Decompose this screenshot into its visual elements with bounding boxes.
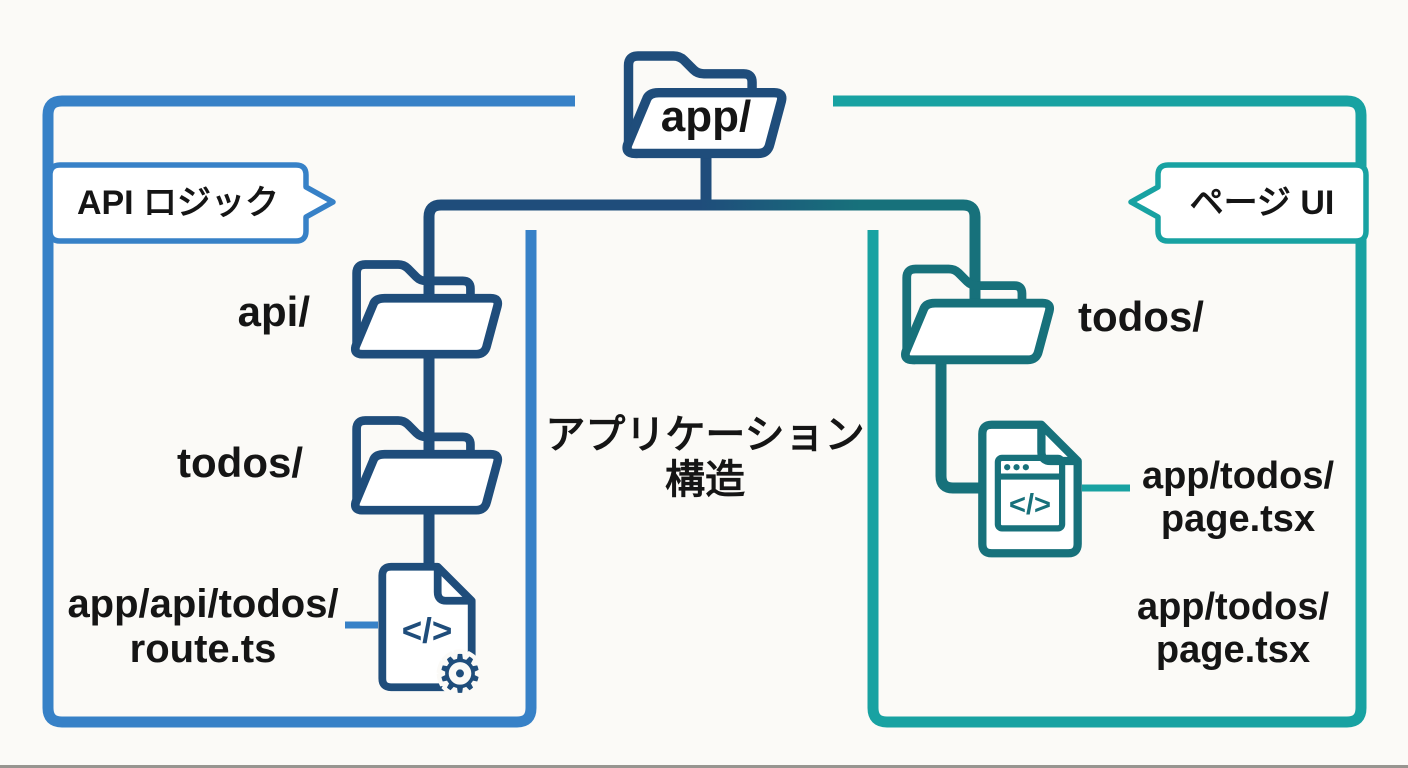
right-file-elbow-line	[935, 360, 995, 494]
code-icon: </>	[1009, 489, 1051, 521]
left-todos-folder-label: todos/	[177, 439, 303, 487]
route-file-icon: </> ⚙	[378, 562, 488, 709]
app-folder-icon	[622, 51, 787, 159]
image-bottom-edge	[0, 765, 1408, 768]
root-folder-label: app/	[660, 92, 752, 142]
route-file-label: app/api/todos/ route.ts	[67, 581, 339, 671]
code-icon: </>	[402, 612, 453, 651]
api-logic-container-outline	[42, 95, 575, 728]
right-branch-line	[701, 199, 981, 310]
left-todos-folder-icon	[350, 416, 503, 515]
api-logic-tag-label: API ロジック	[76, 183, 280, 222]
page-ui-container-outline	[833, 95, 1367, 728]
page-file-label-secondary: app/todos/ page.tsx	[1136, 586, 1330, 671]
right-todos-folder-icon	[901, 264, 1055, 365]
api-folder-label: api/	[237, 288, 310, 336]
right-todos-folder-label: todos/	[1078, 293, 1204, 341]
page-file-label: app/todos/ page.tsx	[1141, 455, 1335, 540]
page-ui-tag	[1128, 162, 1369, 244]
left-branch-line	[423, 199, 711, 580]
browser-window-icon	[994, 454, 1066, 532]
gear-icon: ⚙	[437, 644, 484, 705]
page-ui-tag-label: ページ UI	[1189, 183, 1335, 222]
page-file-icon: </>	[978, 420, 1082, 558]
api-folder-icon	[350, 260, 503, 359]
diagram-title: アプリケーション 構造	[545, 412, 865, 502]
api-logic-tag	[47, 162, 336, 244]
